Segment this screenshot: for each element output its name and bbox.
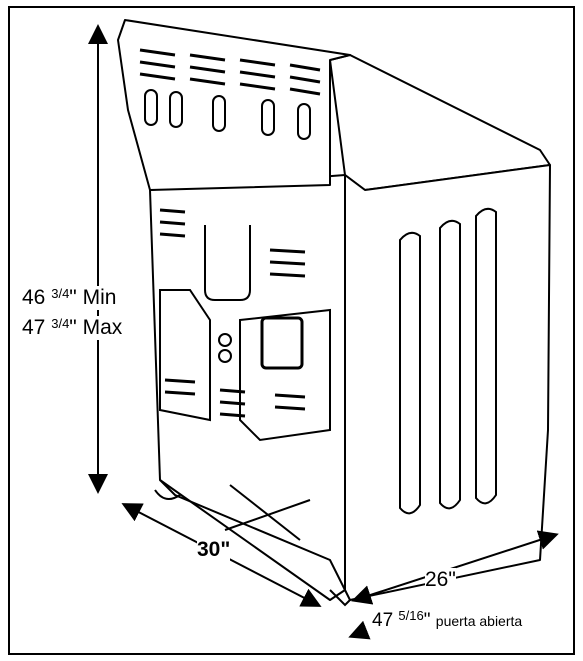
depth-door-open-fraction: 5/16 (398, 608, 424, 623)
height-max-whole: 47 (22, 316, 46, 339)
diagram-frame (8, 6, 575, 655)
depth-label: 26" (425, 568, 456, 592)
height-min-suffix: " Min (69, 286, 117, 309)
back-panel-details (159, 225, 331, 442)
height-max-fraction: 3/4 (51, 316, 70, 331)
height-min-whole: 46 (22, 286, 46, 309)
width-label: 30" (197, 538, 231, 562)
height-max-suffix: " Max (69, 316, 123, 339)
console-vents (139, 48, 321, 96)
console-handles (144, 89, 311, 140)
depth-door-open-label: 47 5/16" puerta abierta (372, 608, 523, 632)
depth-door-open-unit: " (423, 610, 431, 631)
door-open-arrow (348, 620, 371, 640)
side-panel-ribs (399, 207, 497, 515)
height-min-fraction: 3/4 (51, 286, 70, 301)
depth-arrow (351, 530, 559, 605)
depth-door-open-whole: 47 (372, 610, 394, 631)
height-min-label: 46 3/4" Min (22, 286, 117, 310)
depth-door-open-note: puerta abierta (435, 613, 523, 629)
height-max-label: 47 3/4" Max (22, 316, 123, 340)
